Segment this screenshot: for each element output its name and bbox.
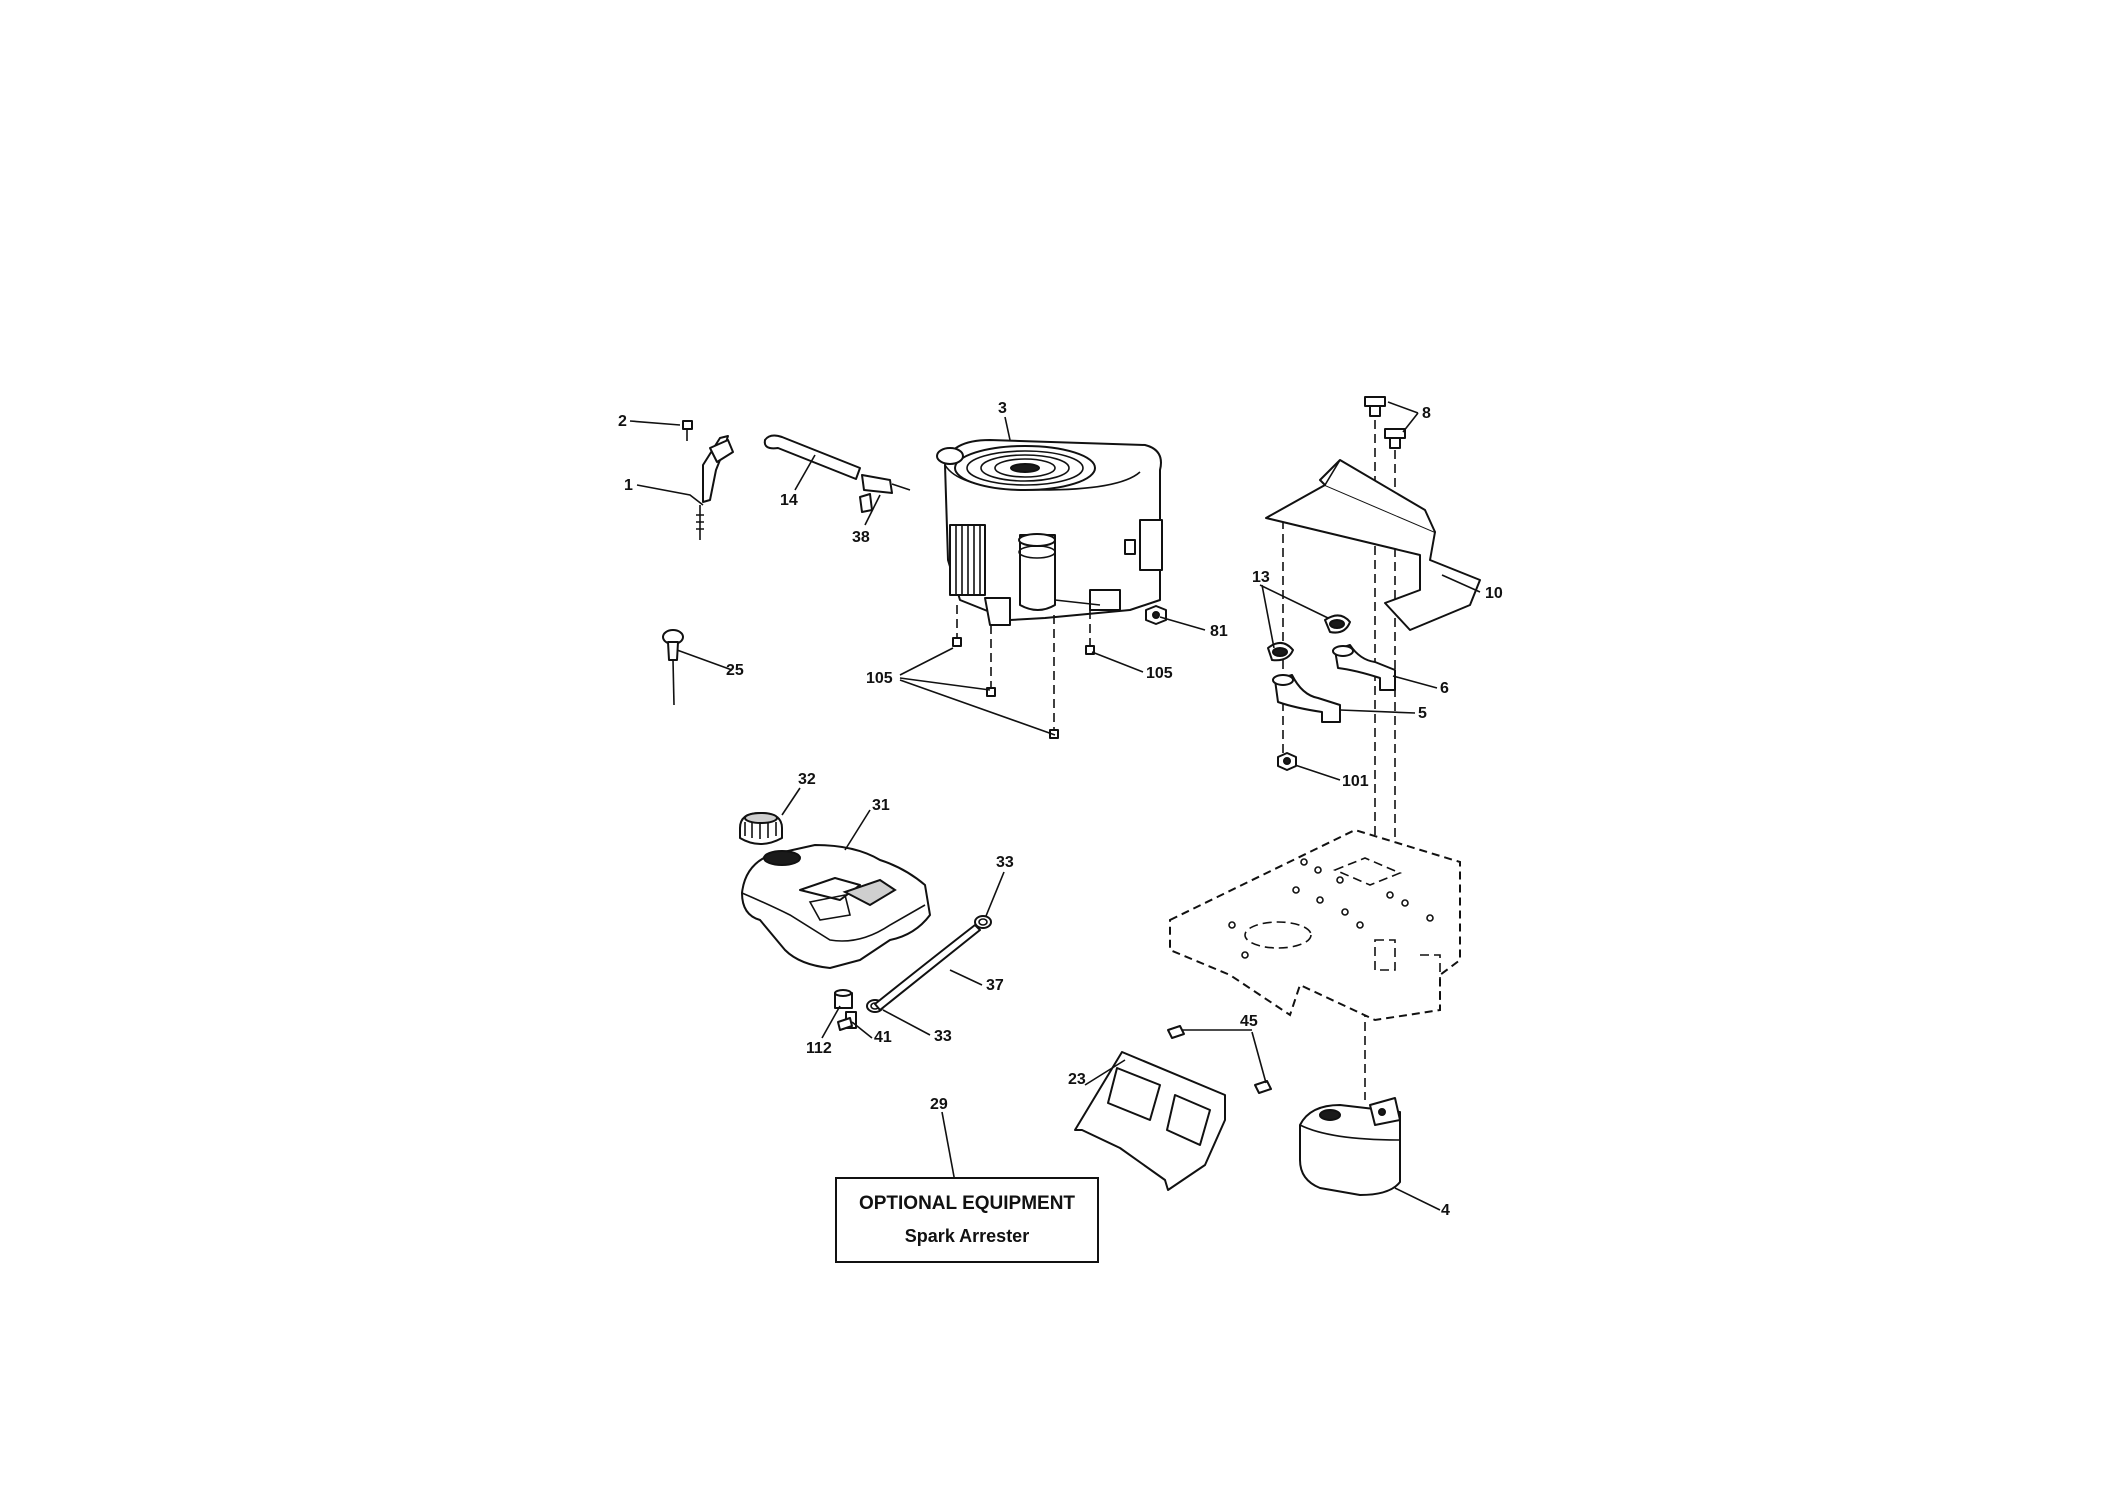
optional-equipment-title: OPTIONAL EQUIPMENT [859, 1193, 1075, 1214]
callout-37: 37 [986, 977, 1004, 994]
callout-6: 6 [1440, 680, 1449, 697]
callout-33-upper: 33 [996, 854, 1014, 871]
part-14-fuel-line [763, 434, 861, 480]
part-32-fuel-cap [739, 812, 783, 845]
callout-45: 45 [1240, 1013, 1258, 1030]
callout-29: 29 [930, 1096, 948, 1113]
callout-112: 112 [806, 1040, 832, 1057]
part-23-muffler-bracket [1074, 1051, 1226, 1191]
callout-4: 4 [1441, 1202, 1450, 1219]
part-81-nut [1145, 605, 1167, 625]
callout-13: 13 [1252, 569, 1270, 586]
part-8-bolts [1364, 396, 1406, 449]
part-33-clamp-upper [974, 915, 992, 929]
optional-equipment-box: OPTIONAL EQUIPMENT Spark Arrester [835, 1177, 1099, 1263]
callout-81: 81 [1210, 623, 1228, 640]
callout-33-lower: 33 [934, 1028, 952, 1045]
callout-10: 10 [1485, 585, 1503, 602]
part-5-exhaust-pipe [1272, 674, 1341, 723]
leader-lines [629, 401, 1481, 1211]
spark-arrester-label: Spark Arrester [905, 1226, 1029, 1246]
callout-101: 101 [1342, 773, 1369, 790]
part-4-muffler [1299, 1097, 1401, 1196]
callout-2: 2 [618, 413, 627, 430]
callout-25: 25 [726, 662, 744, 679]
part-101-nut [1277, 752, 1297, 771]
part-6-exhaust-pipe [1332, 644, 1396, 691]
callout-41: 41 [874, 1029, 892, 1046]
callout-32: 32 [798, 771, 816, 788]
part-41-fitting [837, 1011, 857, 1031]
callout-23: 23 [1068, 1071, 1086, 1088]
callout-5: 5 [1418, 705, 1427, 722]
callout-8: 8 [1422, 405, 1431, 422]
part-10-heat-shield [1265, 459, 1481, 631]
part-3-engine [936, 439, 1163, 626]
part-25-dipstick [662, 629, 684, 706]
part-112-fuel-shutoff [834, 989, 853, 1009]
callout-31: 31 [872, 797, 890, 814]
callout-3: 3 [998, 400, 1007, 417]
callout-105-right: 105 [1146, 665, 1173, 682]
part-45-screws [1167, 1025, 1272, 1094]
part-37-fuel-hose [874, 924, 981, 1011]
callout-14: 14 [780, 492, 798, 509]
part-31-fuel-tank [741, 844, 931, 969]
callout-1: 1 [624, 477, 633, 494]
part-38-fuel-filter [859, 474, 911, 513]
engine-mount-centerlines [956, 605, 1091, 730]
tractor-frame [1169, 828, 1461, 1022]
callout-labels: 2 1 14 38 3 81 25 105 105 8 10 13 6 5 10… [618, 400, 1503, 1219]
callout-38: 38 [852, 529, 870, 546]
part-2-screw [682, 420, 693, 441]
callout-105-left: 105 [866, 670, 893, 687]
part-1-throttle-bracket [696, 435, 734, 540]
